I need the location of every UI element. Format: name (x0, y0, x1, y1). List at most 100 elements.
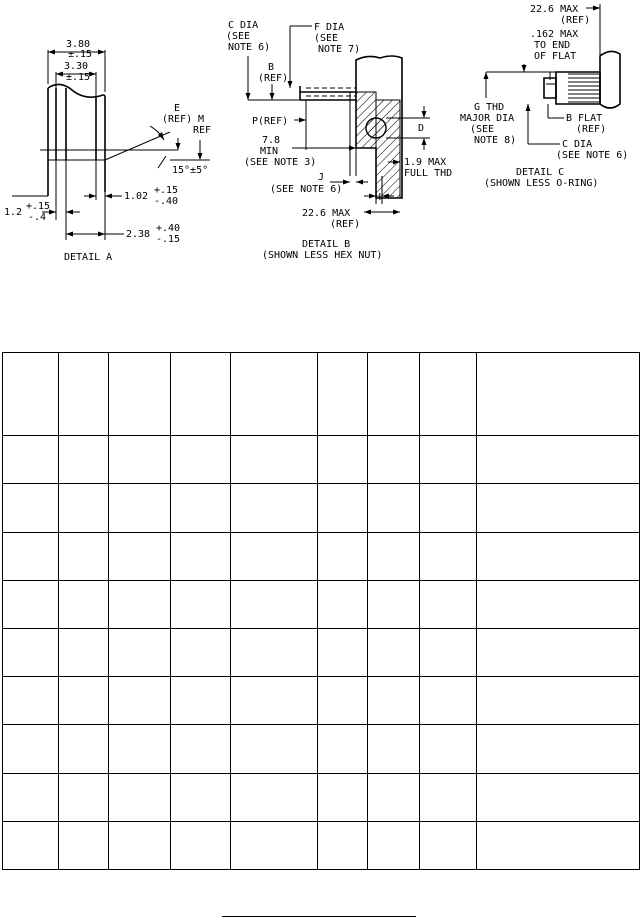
detail-a-dim-2-38-tol-plus: +.40 (156, 223, 180, 234)
detail-b-b-callout: B (REF) (258, 62, 288, 100)
detail-b: C DIA (SEE NOTE 6) F DIA (SEE NOTE 7) B … (226, 20, 452, 261)
table-cell (58, 579, 109, 630)
detail-a-dim-1-02-tol-minus: -.40 (154, 196, 178, 207)
table-row (2, 724, 640, 774)
table-cell (170, 483, 231, 533)
table-cell (476, 483, 640, 533)
table-row (2, 579, 640, 630)
table-cell (108, 724, 171, 774)
detail-a-dim-1-2-value: 1.2 (4, 207, 22, 218)
table-cell (2, 483, 59, 533)
table-cell (108, 435, 171, 485)
detail-c-max-callout: 22.6 MAX (REF) (530, 4, 601, 56)
table-cell (170, 531, 231, 581)
table-cell (58, 676, 109, 726)
table-cell (58, 483, 109, 533)
detail-b-j-note: (SEE NOTE 6) (270, 184, 342, 195)
detail-b-part-outline (299, 55, 430, 199)
table-row (2, 772, 640, 822)
detail-a: 3.80 ±.15 3.30 ±.15 E (REF) M REF (4, 39, 211, 263)
table-cell (367, 627, 420, 678)
detail-c-g-4: NOTE 8) (474, 135, 516, 146)
detail-b-d-callout: D (418, 106, 427, 150)
table-cell (476, 820, 640, 871)
table-cell (58, 724, 109, 774)
detail-b-d-label: D (418, 123, 424, 134)
detail-c-max-ref: (REF) (560, 15, 590, 26)
detail-a-dim-2-38: 2.38 +.40 -.15 (65, 200, 180, 245)
detail-c-g-3: (SEE (470, 124, 494, 135)
detail-c-b-flat-callout: B FLAT (REF) (547, 104, 606, 135)
table-cell (230, 531, 318, 581)
detail-c-g-1: G THD (474, 102, 504, 113)
table-cell (58, 531, 109, 581)
detail-b-j-callout: J (SEE NOTE 6) (270, 172, 368, 195)
table-cell (2, 351, 59, 437)
detail-a-dim-3-30-value: 3.30 (64, 61, 88, 72)
table-cell (58, 820, 109, 871)
detail-b-c-dia-callout: C DIA (SEE NOTE 6) (226, 20, 300, 101)
table-row (2, 435, 640, 485)
table-cell (419, 676, 477, 726)
table-row (2, 627, 640, 678)
table-cell (108, 579, 171, 630)
table-cell (367, 435, 420, 485)
table-cell (367, 483, 420, 533)
detail-a-dim-3-80-tol: ±.15 (68, 49, 92, 60)
detail-b-p-ref: P(REF) (252, 116, 288, 127)
table-cell (108, 627, 171, 678)
table-cell (476, 435, 640, 485)
table-cell (476, 676, 640, 726)
table-cell (367, 579, 420, 630)
detail-b-h-callout: H (364, 176, 394, 204)
detail-c-part-outline (543, 50, 621, 109)
detail-b-max-value: 22.6 MAX (302, 208, 350, 219)
detail-c-end-callout: .162 MAX TO END OF FLAT (521, 29, 578, 72)
detail-b-caption-sub: (SHOWN LESS HEX NUT) (262, 250, 382, 261)
table-cell (367, 676, 420, 726)
detail-a-dim-3-30: 3.30 ±.15 (55, 61, 97, 96)
detail-a-caption: DETAIL A (64, 252, 112, 263)
detail-a-m-ref: REF (193, 125, 211, 136)
table-cell (367, 351, 420, 437)
table-cell (230, 724, 318, 774)
table-cell (317, 676, 368, 726)
detail-c-c-dia: C DIA (562, 139, 592, 150)
table-cell (58, 351, 109, 437)
table-cell (170, 724, 231, 774)
table-cell (2, 724, 59, 774)
table-cell (2, 820, 59, 871)
detail-a-dim-1-2-tol-plus: +.15 (26, 201, 50, 212)
table-cell (58, 772, 109, 822)
detail-c-b-flat-ref: (REF) (576, 124, 606, 135)
detail-a-dim-1-02: 1.02 +.15 -.40 (84, 160, 178, 207)
detail-c-end-2: TO END (534, 40, 570, 51)
detail-b-f-dia-2: (SEE (314, 33, 338, 44)
detail-a-m-label: M (198, 114, 204, 125)
detail-a-part-outline (12, 83, 178, 197)
table-cell (108, 483, 171, 533)
footer-rule (222, 916, 416, 917)
table-cell (419, 531, 477, 581)
engineering-drawing: 3.80 ±.15 3.30 ±.15 E (REF) M REF (4, 4, 628, 263)
detail-c-end-1: .162 MAX (530, 29, 578, 40)
table-cell (230, 483, 318, 533)
table-cell (170, 627, 231, 678)
detail-b-p-callout: P(REF) (252, 116, 306, 127)
table-cell (230, 351, 318, 437)
detail-a-e-ref: (REF) (162, 114, 192, 125)
table-cell (2, 579, 59, 630)
table-cell (476, 351, 640, 437)
detail-b-h-label: H (375, 192, 381, 203)
detail-a-dim-1-02-tol-plus: +.15 (154, 185, 178, 196)
table-header-row (2, 351, 640, 437)
detail-b-c-dia-1: C DIA (228, 20, 258, 31)
table-cell (230, 820, 318, 871)
table-cell (230, 579, 318, 630)
table-cell (317, 531, 368, 581)
detail-c-c-note: (SEE NOTE 6) (556, 150, 628, 161)
table-row (2, 676, 640, 726)
detail-b-caption: DETAIL B (302, 239, 350, 250)
table-row (2, 483, 640, 533)
detail-c-caption-sub: (SHOWN LESS O-RING) (484, 178, 598, 189)
